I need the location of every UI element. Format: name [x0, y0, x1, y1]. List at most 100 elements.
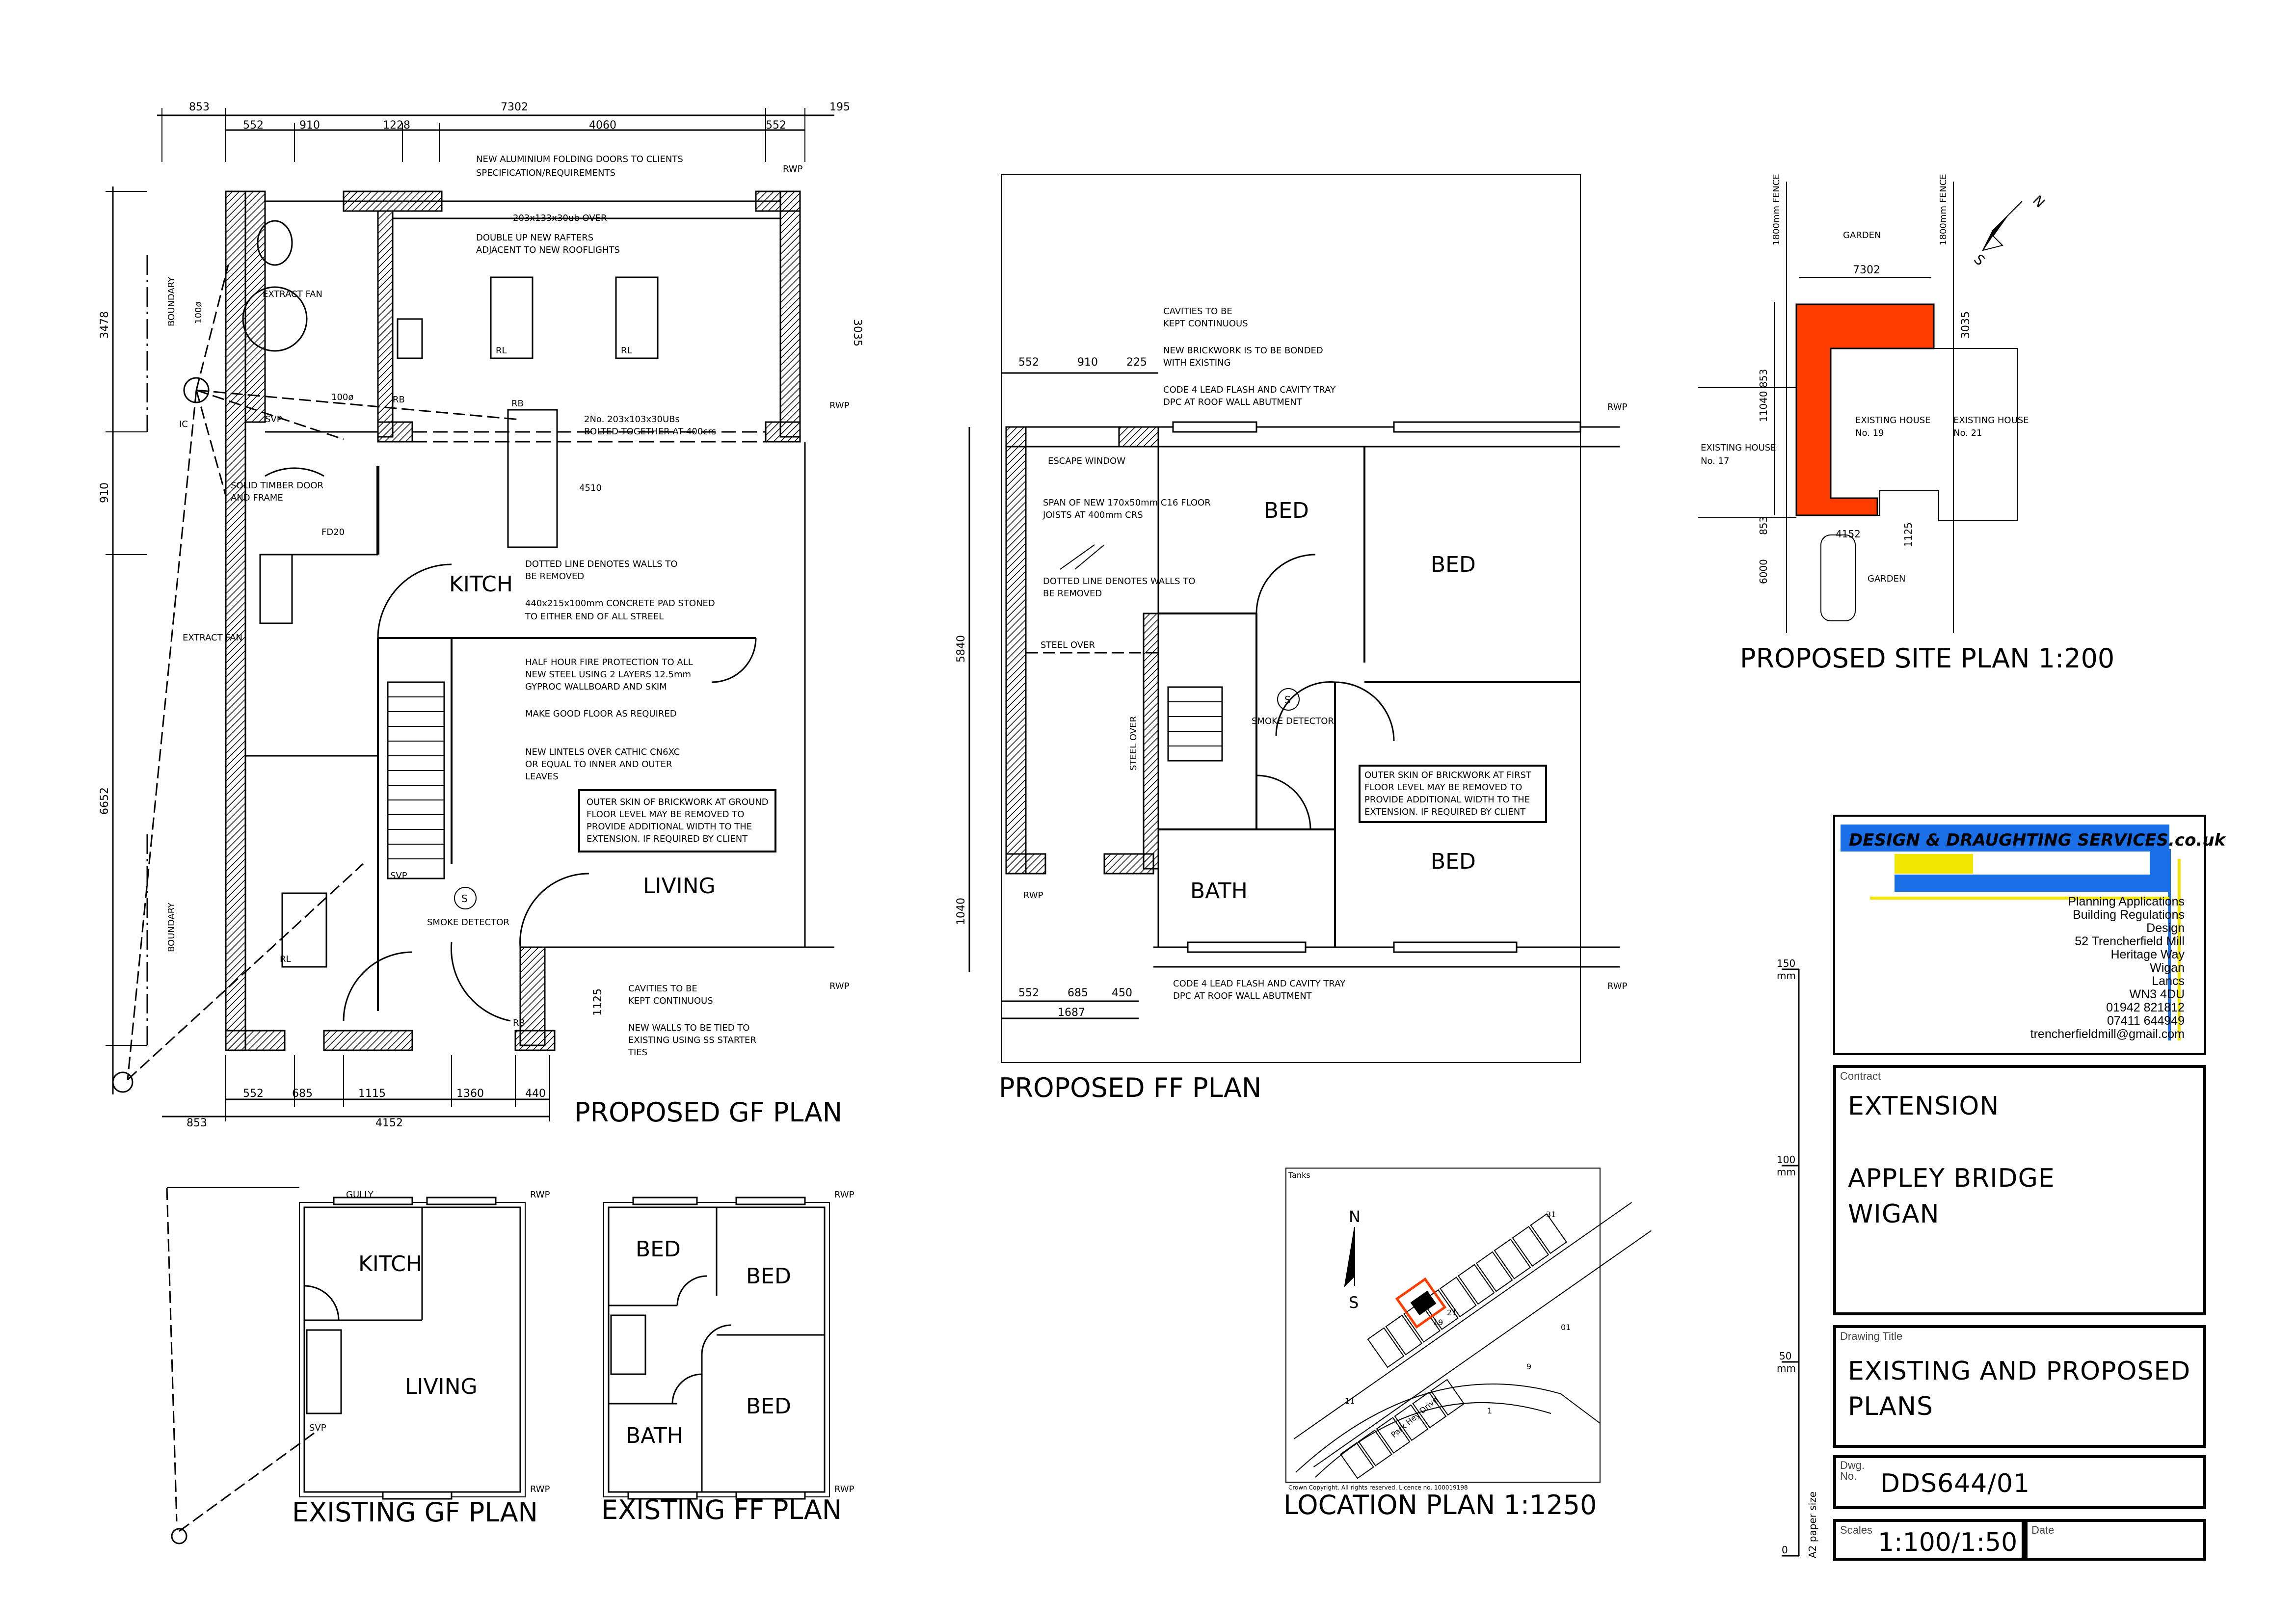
address-line-3: 52 Trencherfield Mill [2075, 934, 2185, 948]
gf-label-rb-1: RB [393, 395, 405, 405]
gf-note-15: GYPROC WALLBOARD AND SKIM [525, 682, 667, 692]
ff-dim-5840: 5840 [955, 635, 967, 663]
location-plan-title: LOCATION PLAN 1:1250 [1283, 1490, 1597, 1520]
ff-boxed-note-1: FLOOR LEVEL MAY BE REMOVED TO [1364, 782, 1522, 793]
gf-dim-6652: 6652 [99, 787, 111, 815]
gf-dim-bot-853: 853 [187, 1117, 207, 1129]
ff-note-3: WITH EXISTING [1163, 358, 1231, 368]
gf-dim-bot-552: 552 [243, 1088, 264, 1100]
gf-note-6: BOLTED TOGETHER AT 400crs [584, 426, 716, 437]
gf-dim-bot-1360: 1360 [456, 1088, 484, 1100]
gf-label-rl-3: RL [280, 954, 291, 964]
ff-room-bed-3: BED [1431, 849, 1476, 874]
ff-room-bath: BATH [1190, 879, 1248, 904]
gf-label-rl-2: RL [621, 346, 632, 356]
gf-label-rl-1: RL [496, 346, 507, 356]
site-dim-4152: 4152 [1836, 528, 1861, 540]
existing-ff-text: RWP RWP BED BED BED BATH EXISTING FF PLA… [601, 1190, 854, 1525]
gf-dim-1228: 1228 [383, 119, 410, 132]
gf-rwp-3: RWP [829, 981, 850, 991]
scale-ruler-text: 150 mm 100 mm 50 mm 0 A2 paper size [1777, 958, 1818, 1558]
gf-note-10: BE REMOVED [525, 571, 584, 582]
company-logo [1841, 825, 2181, 1040]
gf-dim-top-7302: 7302 [501, 101, 528, 113]
gf-dim-910-left: 910 [99, 482, 111, 503]
site-house-19-line2: No. 19 [1855, 428, 1884, 438]
dwg-no-value: DDS644/01 [1880, 1469, 2030, 1498]
gf-note-11: 440x215x100mm CONCRETE PAD STONED [525, 598, 715, 609]
ff-escape-window: ESCAPE WINDOW [1048, 456, 1125, 466]
ff-note-11: DPC AT ROOF WALL ABUTMENT [1173, 991, 1312, 1001]
gf-boxed-note-0: OUTER SKIN OF BRICKWORK AT GROUND [587, 797, 769, 807]
exgf-rwp-2: RWP [530, 1484, 550, 1494]
gf-note-4: ADJACENT TO NEW ROOFLIGHTS [476, 245, 620, 255]
ff-note-5: DPC AT ROOF WALL ABUTMENT [1163, 397, 1303, 407]
exff-title: EXISTING FF PLAN [601, 1494, 842, 1525]
exgf-title: EXISTING GF PLAN [292, 1497, 538, 1528]
ff-plan-text: 552 910 225 5840 1040 ESCAPE WINDOW STEE… [955, 306, 1628, 1103]
site-north-n: N [2029, 192, 2048, 211]
ff-dim-bot-1687: 1687 [1058, 1007, 1085, 1019]
ff-steel-over-2: STEEL OVER [1128, 716, 1139, 771]
exgf-room-living: LIVING [405, 1374, 478, 1399]
ff-note-4: CODE 4 LEAD FLASH AND CAVITY TRAY [1163, 385, 1336, 395]
gf-label-svp-2: SVP [390, 871, 407, 881]
site-dim-7302: 7302 [1853, 264, 1880, 276]
gf-note-23: EXISTING USING SS STARTER [628, 1035, 756, 1045]
ff-note-1: KEPT CONTINUOUS [1163, 319, 1248, 329]
ff-dim-bot-450: 450 [1112, 987, 1132, 999]
gf-label-rb-2: RB [511, 399, 524, 409]
existing-ff-plan [603, 1197, 830, 1500]
ff-boxed-note-0: OUTER SKIN OF BRICKWORK AT FIRST [1364, 770, 1532, 780]
ff-boxed-note-2: PROVIDE ADDITIONAL WIDTH TO THE [1364, 795, 1530, 805]
gf-dim-bot-685: 685 [292, 1088, 313, 1100]
loc-no19: 19 [1433, 1318, 1443, 1327]
site-house-17-line2: No. 17 [1701, 456, 1730, 466]
ff-dim-bot-685: 685 [1068, 987, 1088, 999]
ff-dim-top-910: 910 [1077, 356, 1098, 369]
ruler-150: 150 [1777, 958, 1795, 969]
site-house-17-line1: EXISTING HOUSE [1701, 443, 1776, 453]
ff-steel-over-1: STEEL OVER [1041, 640, 1095, 650]
loc-copyright: Crown Copyright. All rights reserved. Li… [1288, 1484, 1468, 1491]
gf-dim-910: 910 [299, 119, 320, 132]
ff-dim-top-225: 225 [1126, 356, 1147, 369]
location-plan-text: Tanks N S Park Hey Drive 19 21 31 01 9 1… [1283, 1171, 1597, 1520]
gf-plan-text: 853 7302 195 552 910 1228 4060 552 3035 … [99, 101, 863, 1129]
gf-rwp-2: RWP [829, 400, 850, 411]
gf-note-22: NEW WALLS TO BE TIED TO [628, 1023, 749, 1033]
gf-note-21: KEPT CONTINUOUS [628, 996, 713, 1006]
site-plan-title: PROPOSED SITE PLAN 1:200 [1740, 643, 2114, 674]
address-line-8: 01942 821812 [2106, 1001, 2185, 1014]
site-dim-11040: 11040 [1758, 391, 1769, 422]
scales-value: 1:100/1:50 [1878, 1528, 2018, 1557]
ff-rwp-3: RWP [1607, 981, 1628, 991]
gf-boundary-top: BOUNDARY [166, 276, 177, 326]
address-line-1: Building Regulations [2073, 908, 2185, 922]
site-fence-left: 1800mm FENCE [1771, 174, 1782, 245]
address-line-10: trencherfieldmill@gmail.com [2030, 1027, 2185, 1041]
address-line-4: Heritage Way [2110, 948, 2185, 961]
gf-dim-bot-1115: 1115 [358, 1088, 386, 1100]
site-dim-1125: 1125 [1902, 522, 1914, 547]
site-north-s: S [1971, 251, 1988, 269]
gf-note-24: TIES [628, 1047, 647, 1058]
loc-no21: 21 [1447, 1308, 1457, 1317]
address-line-0: Planning Applications [2068, 895, 2185, 908]
title-block-date: Date [2025, 1519, 2206, 1561]
address-line-9: 07411 644949 [2107, 1014, 2185, 1028]
exff-room-bed-3: BED [746, 1394, 791, 1419]
site-dim-853b: 853 [1758, 516, 1769, 535]
loc-no01: 01 [1561, 1323, 1571, 1332]
loc-no11: 11 [1345, 1396, 1355, 1406]
ff-smoke-s: S [1284, 694, 1291, 706]
loc-tanks: Tanks [1288, 1171, 1310, 1180]
loc-north-s: S [1349, 1293, 1359, 1312]
gf-boundary-bottom: BOUNDARY [166, 902, 177, 952]
gf-note-19: LEAVES [525, 772, 559, 782]
gf-note-9: DOTTED LINE DENOTES WALLS TO [525, 559, 677, 569]
title-block-dwg-no: Dwg. No. DDS644/01 [1833, 1455, 2206, 1509]
exgf-gully: GULLY [346, 1190, 374, 1200]
gf-note-3: DOUBLE UP NEW RAFTERS [476, 233, 593, 243]
gf-note-14: NEW STEEL USING 2 LAYERS 12.5mm [525, 669, 691, 680]
